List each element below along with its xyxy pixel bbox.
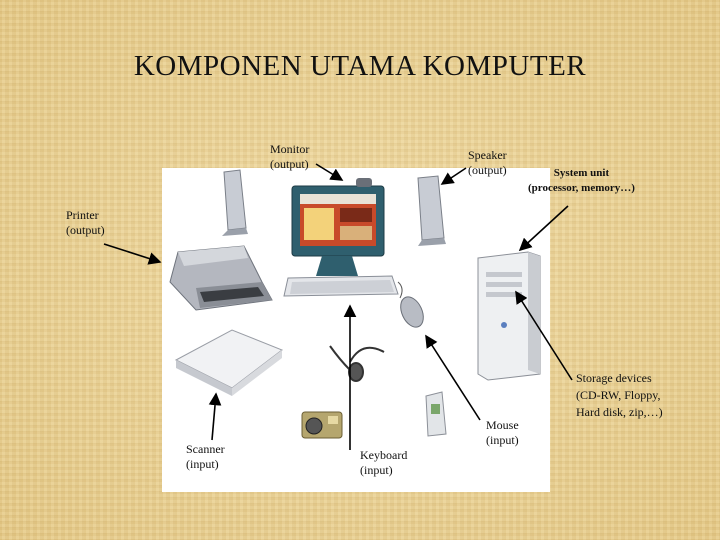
headset-icon xyxy=(329,345,385,382)
monitor-arrow xyxy=(315,163,344,181)
printer-arrow xyxy=(103,243,162,265)
digital-camera-icon xyxy=(301,411,343,439)
mouse-label: Mouse (input) xyxy=(486,418,519,447)
zip-drive-icon xyxy=(425,391,447,437)
scanner-label: Scanner (input) xyxy=(186,442,225,471)
left-speaker-icon xyxy=(222,169,248,236)
printer-icon xyxy=(169,245,273,311)
storage-arrow xyxy=(515,290,573,381)
mouse-arrow xyxy=(425,334,481,421)
right-speaker-icon xyxy=(417,175,446,246)
system-unit-label: System unit (processor, memory…) xyxy=(528,167,635,194)
keyboard-icon xyxy=(283,275,399,297)
keyboard-label: Keyboard (input) xyxy=(360,448,408,477)
scanner-icon xyxy=(174,329,284,396)
monitor-icon xyxy=(291,178,385,276)
speaker-label: Speaker (output) xyxy=(468,148,507,177)
mouse-icon xyxy=(397,281,424,328)
pointer-arrows xyxy=(103,163,573,450)
scanner-arrow xyxy=(208,392,222,441)
storage-devices-label: Storage devices (CD-RW, Floppy, Hard dis… xyxy=(576,371,663,419)
monitor-label: Monitor (output) xyxy=(270,142,310,171)
speaker-arrow xyxy=(440,167,467,185)
system-unit-arrow xyxy=(518,205,569,252)
slide-title: KOMPONEN UTAMA KOMPUTER xyxy=(133,50,587,82)
system-unit-icon xyxy=(477,251,541,381)
printer-label: Printer (output) xyxy=(66,208,105,237)
